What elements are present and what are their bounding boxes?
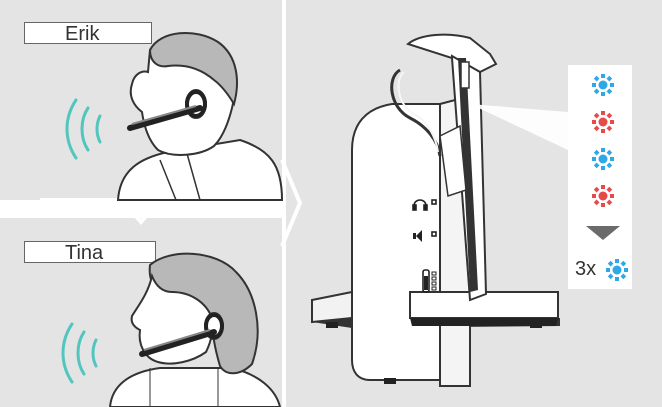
led-blue-icon [592, 148, 614, 170]
repeat-count-label: 3x [575, 257, 596, 281]
led-red-icon [592, 185, 614, 207]
arrow-down-icon [586, 226, 620, 240]
led-blue-icon [592, 74, 614, 96]
led-red-icon [592, 111, 614, 133]
led-repeat-icon [606, 259, 628, 281]
